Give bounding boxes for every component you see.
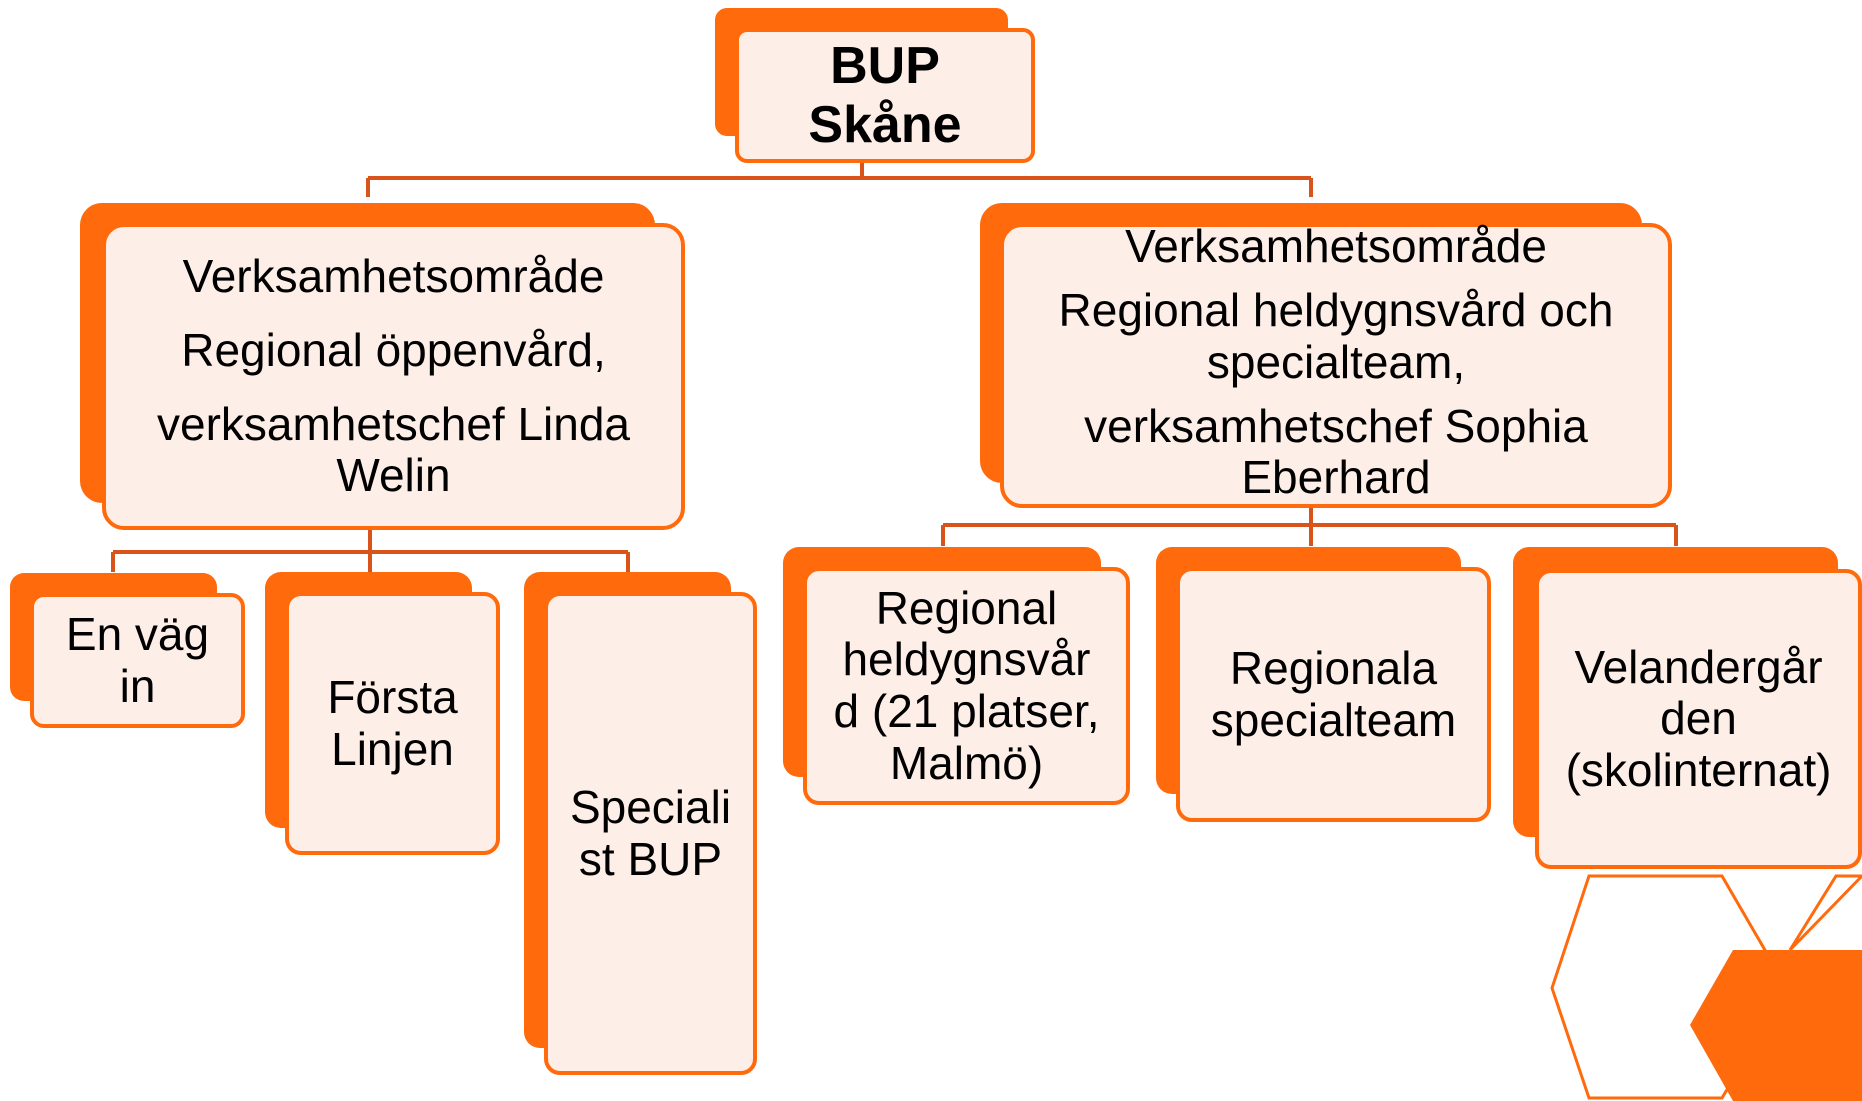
unit-en-vag-in: En väg in (10, 573, 245, 728)
hexagon-outline-icon (1550, 874, 1789, 1100)
unit-forsta-linjen: Första Linjen (265, 572, 500, 855)
right-area-node: Verksamhetsområde Regional heldygnsvård … (980, 203, 1672, 508)
hexagon-outline-partial-icon (1788, 874, 1862, 952)
unit-velandergarden-line1: Velandergår (1574, 640, 1823, 693)
left-area-line2: Regional öppenvård, (181, 323, 606, 376)
left-area-line4: Welin (336, 449, 451, 502)
root-node: BUP Skåne (715, 8, 1035, 163)
unit-regional-heldygnsvard-line1: Regional (875, 581, 1058, 634)
left-area-line3: verksamhetschef Linda (156, 397, 631, 450)
root-title-line1: BUP (830, 37, 940, 96)
hexagon-filled-icon (1690, 950, 1862, 1101)
unit-velandergarden-line2: den (1660, 692, 1737, 745)
right-area-line4: verksamhetschef Sophia (1084, 399, 1588, 452)
unit-specialist-bup-line1: Speciali (569, 780, 732, 833)
right-area-line2: Regional heldygnsvård och (1058, 284, 1614, 337)
unit-forsta-linjen-line1: Första (327, 670, 458, 723)
unit-regional-heldygnsvard-line2: heldygnsvår (842, 633, 1091, 686)
unit-regionala-specialteam-line1: Regionala (1229, 641, 1438, 694)
unit-en-vag-in-line2: in (119, 659, 156, 712)
left-area-node: Verksamhetsområde Regional öppenvård, ve… (80, 203, 685, 530)
unit-specialist-bup: Speciali st BUP (524, 572, 757, 1075)
unit-velandergarden-line3: (skolinternat) (1565, 743, 1832, 796)
root-title-line2: Skåne (808, 95, 962, 154)
unit-regional-heldygnsvard: Regional heldygnsvår d (21 platser, Malm… (783, 547, 1130, 805)
unit-en-vag-in-line1: En väg (65, 607, 210, 660)
unit-regionala-specialteam-line2: specialteam (1210, 693, 1457, 746)
unit-regionala-specialteam: Regionala specialteam (1156, 547, 1491, 822)
connector-root (366, 160, 1313, 197)
connector-left (111, 528, 630, 572)
right-area-line3: specialteam, (1206, 335, 1466, 388)
unit-specialist-bup-line2: st BUP (578, 832, 723, 885)
unit-regional-heldygnsvard-line3: d (21 platser, (833, 685, 1100, 737)
right-area-line1: Verksamhetsområde (1125, 220, 1547, 272)
unit-velandergarden: Velandergår den (skolinternat) (1513, 547, 1862, 869)
unit-regional-heldygnsvard-line4: Malmö) (889, 736, 1044, 789)
decorative-hexagons (1550, 874, 1862, 1101)
connector-right (941, 505, 1678, 546)
unit-forsta-linjen-line2: Linjen (331, 722, 454, 775)
left-area-line1: Verksamhetsområde (182, 250, 605, 303)
right-area-line5: Eberhard (1241, 451, 1431, 504)
